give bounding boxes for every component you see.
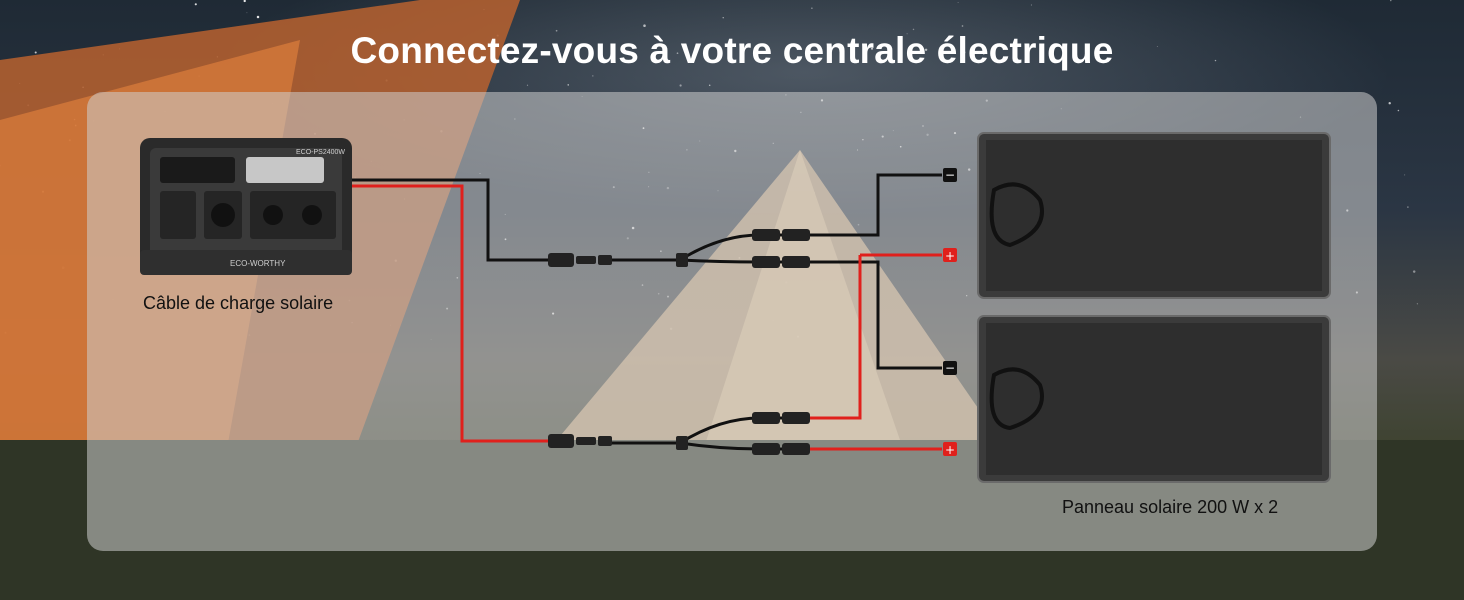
cable-label: Câble de charge solaire — [143, 293, 334, 313]
star — [1214, 59, 1217, 62]
star — [870, 47, 874, 50]
negative-wire — [352, 173, 942, 370]
star — [1397, 109, 1400, 112]
star — [246, 12, 248, 14]
star — [906, 33, 908, 35]
star — [982, 52, 985, 55]
star — [256, 15, 260, 19]
svg-text:−: − — [945, 168, 955, 182]
star — [1388, 102, 1391, 105]
star — [526, 84, 529, 86]
star — [643, 24, 646, 27]
svg-text:+: + — [945, 443, 955, 457]
star — [592, 75, 594, 77]
star — [1030, 4, 1032, 6]
terminal-positive-1: + — [943, 248, 957, 263]
terminal-positive-2: + — [943, 442, 957, 457]
star — [811, 7, 813, 9]
star — [708, 84, 711, 86]
star — [963, 51, 966, 54]
star — [912, 28, 915, 31]
page-title: Connectez-vous à votre centrale électriq… — [350, 30, 1114, 71]
mc4-connector — [548, 229, 810, 455]
star — [1390, 0, 1392, 2]
power-station-brand: ECO-WORTHY — [230, 259, 286, 268]
star — [961, 25, 964, 27]
star — [1404, 174, 1406, 176]
star — [194, 3, 197, 6]
terminal-negative-2: − — [943, 361, 957, 375]
solar-panel-top — [977, 132, 1331, 299]
terminal-negative-1: − — [943, 168, 957, 182]
star — [567, 84, 569, 86]
star — [957, 2, 959, 4]
svg-text:−: − — [945, 361, 955, 375]
lower-negative-wire — [610, 416, 810, 451]
star — [34, 51, 37, 54]
power-station-model: ECO-PS2400W — [296, 149, 345, 156]
star — [722, 17, 724, 19]
solar-panel-bottom — [977, 315, 1331, 483]
star — [1407, 206, 1409, 208]
star — [679, 84, 682, 87]
star — [924, 48, 928, 52]
power-station: ECO-PS2400W ECO-WORTHY — [140, 138, 352, 275]
star — [1412, 270, 1416, 273]
star — [243, 0, 246, 3]
positive-wire — [352, 184, 942, 451]
star — [1416, 303, 1419, 305]
star — [1156, 45, 1158, 48]
svg-text:+: + — [945, 249, 955, 263]
star — [676, 52, 679, 55]
star — [555, 29, 558, 32]
panels-label: Panneau solaire 200 W x 2 — [1062, 497, 1279, 517]
